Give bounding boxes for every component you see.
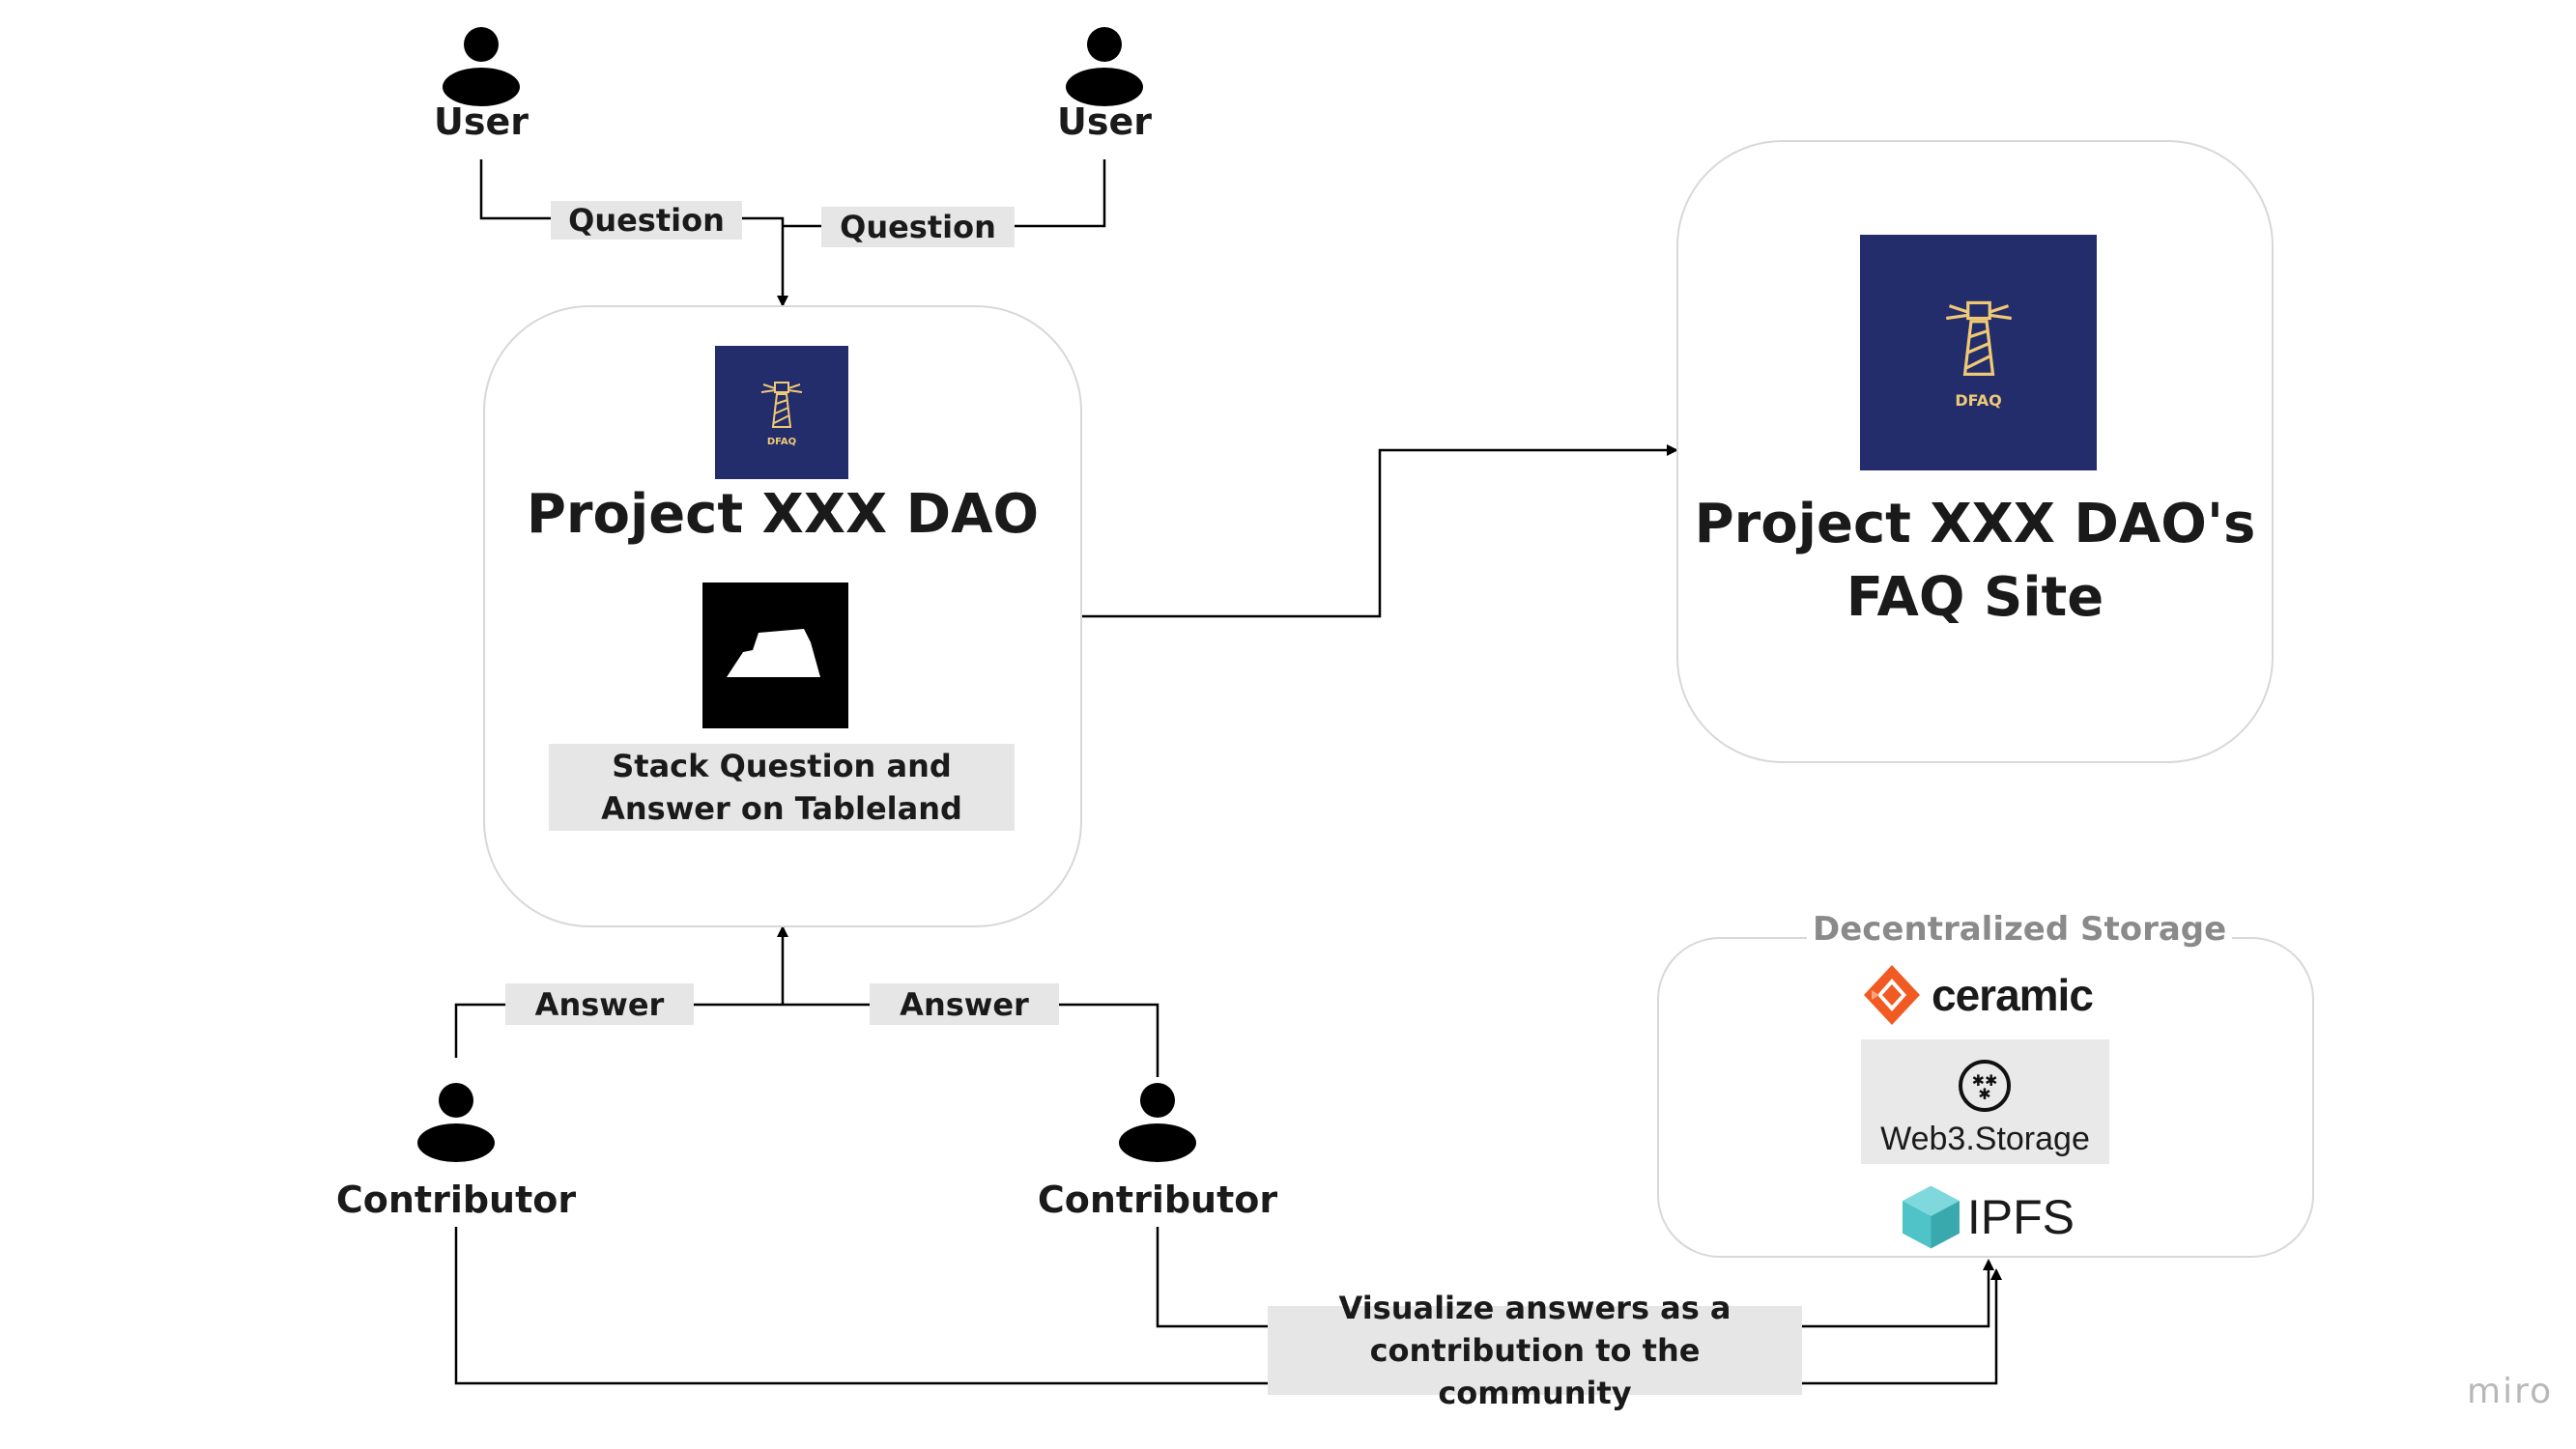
dao-title: Project XXX DAO	[526, 483, 1040, 546]
contributor-icon	[417, 1083, 495, 1162]
miro-watermark: miro	[2467, 1372, 2554, 1411]
tableland-logo	[702, 582, 848, 728]
question-label: Question	[551, 201, 742, 240]
dao-to-faq-connector	[1082, 444, 1678, 618]
dfaq-logo-text: DFAQ	[1955, 390, 2002, 410]
storage-title: Decentralized Storage	[1807, 910, 2233, 949]
answer-label: Answer	[870, 983, 1059, 1025]
contributor1-to-storage	[454, 1227, 1268, 1385]
svg-text:✱✱: ✱✱	[1972, 1071, 1998, 1090]
user2-connector	[1015, 159, 1106, 228]
svg-text:✱: ✱	[1978, 1085, 1990, 1103]
dfaq-logo-text: DFAQ	[766, 436, 797, 447]
dfaq-logo: DFAQ	[715, 346, 848, 479]
question-label: Question	[821, 207, 1015, 247]
contributor-label: Contributor	[1037, 1179, 1278, 1221]
question1-connector	[742, 216, 788, 307]
web3storage-logo: ✱✱ ✱ Web3.Storage	[1861, 1039, 2109, 1164]
user-label: User	[1057, 100, 1152, 143]
user1-connector	[479, 159, 551, 220]
ipfs-logo: IPFS	[1901, 1183, 2075, 1251]
lighthouse-icon	[1945, 300, 2012, 376]
ipfs-cube-icon	[1902, 1185, 1960, 1249]
contribution-to-storage-top	[1802, 1259, 1994, 1328]
user-label: User	[434, 100, 529, 143]
ceramic-logo: ceramic	[1860, 961, 2121, 1029]
ceramic-text: ceramic	[1932, 970, 2094, 1020]
ipfs-text: IPFS	[1966, 1190, 2075, 1244]
contributor2-to-storage	[1156, 1227, 1268, 1328]
tableland-icon	[727, 629, 820, 677]
user-icon	[1066, 27, 1143, 106]
answer-label: Answer	[505, 983, 694, 1025]
contribution-to-storage-bottom	[1802, 1268, 2002, 1385]
contributor-label: Contributor	[335, 1179, 577, 1221]
faq-site-title-line2: FAQ Site	[1846, 566, 2104, 629]
web3storage-icon: ✱✱ ✱	[1959, 1060, 2011, 1112]
ceramic-icon	[1864, 965, 1920, 1025]
contributor-icon	[1119, 1083, 1196, 1162]
dfaq-logo: DFAQ	[1860, 235, 2097, 470]
answer1-connector	[454, 1003, 505, 1058]
web3storage-text: Web3.Storage	[1880, 1121, 2090, 1157]
lighthouse-icon	[760, 381, 803, 428]
faq-site-title-line1: Project XXX DAO's	[1694, 493, 2256, 555]
tableland-label: Stack Question and Answer on Tableland	[549, 744, 1015, 831]
contribution-label: Visualize answers as a contribution to t…	[1268, 1290, 1802, 1411]
user-icon	[443, 27, 520, 106]
answer2-connector	[1059, 1003, 1159, 1077]
